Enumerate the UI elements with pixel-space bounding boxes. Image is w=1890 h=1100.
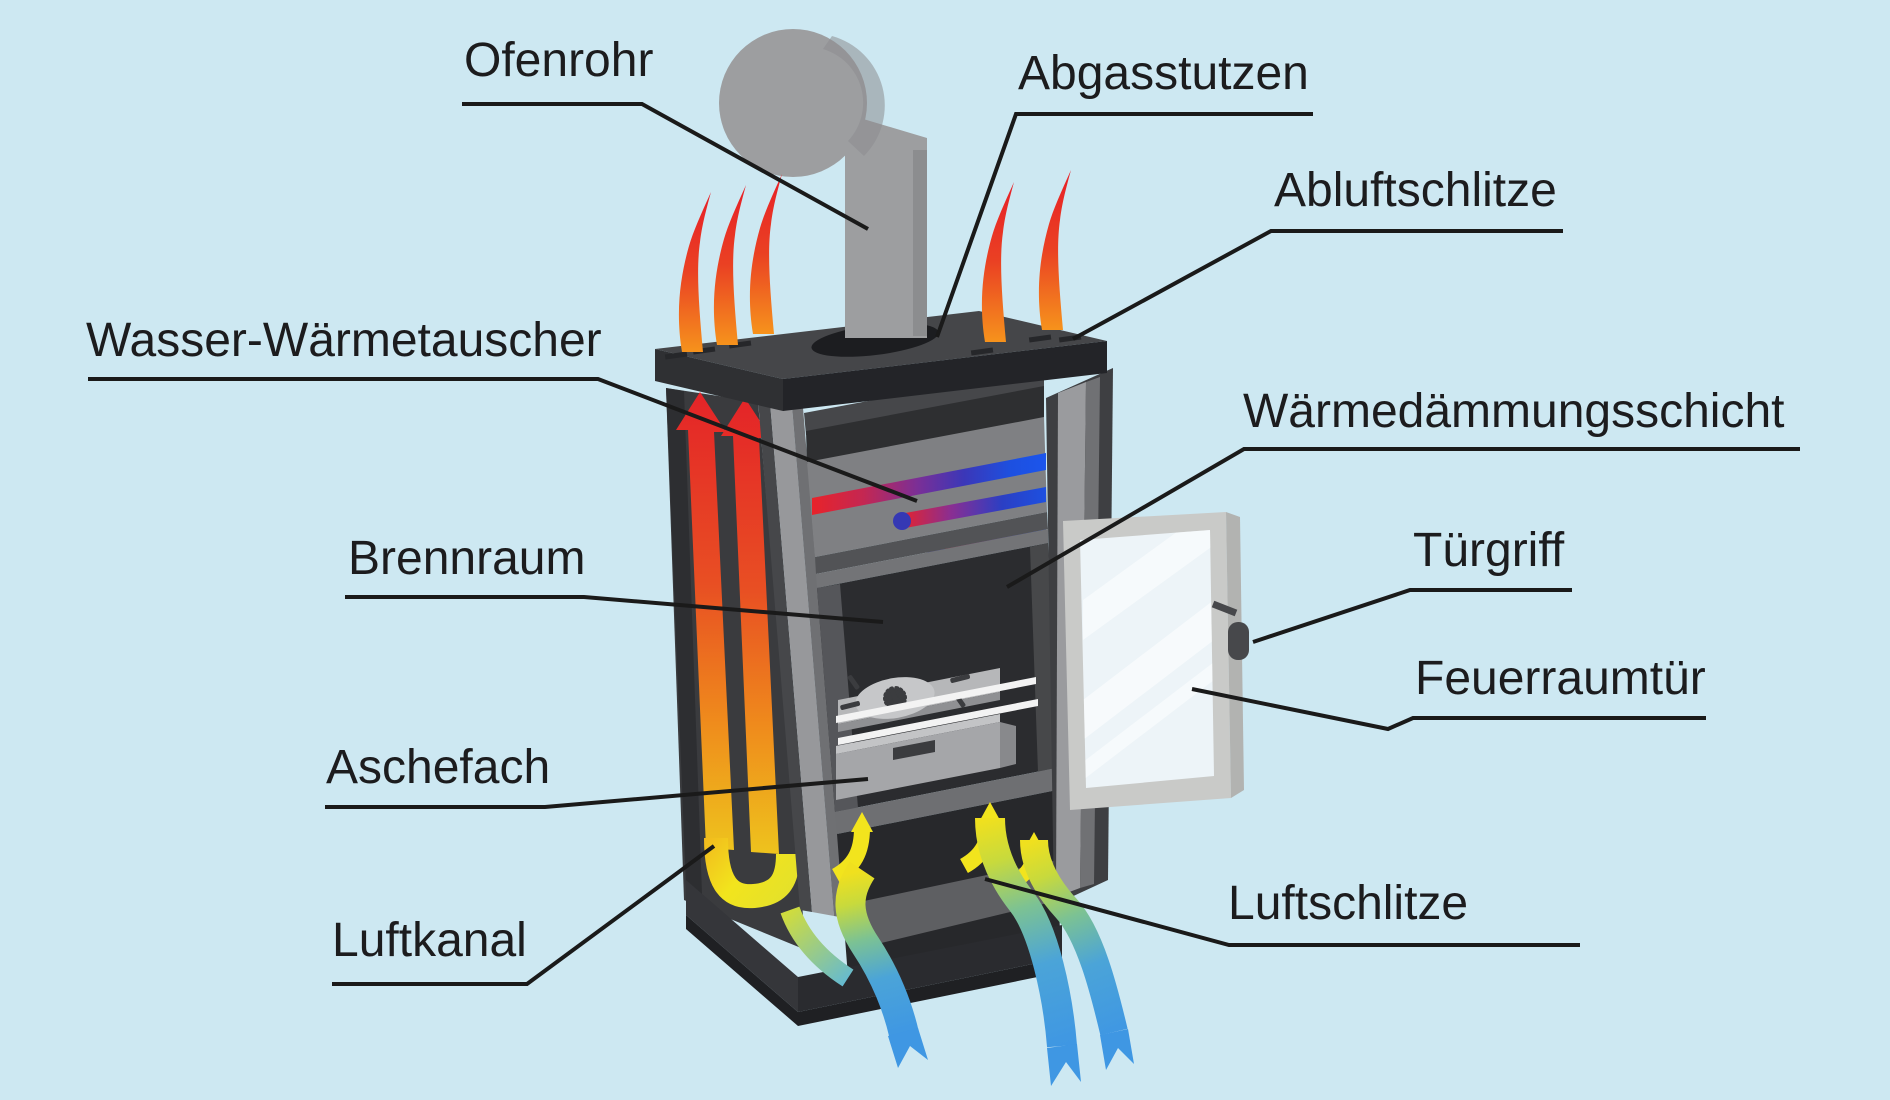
- base-plinth: [686, 880, 1062, 1026]
- flame-icon: [749, 174, 782, 334]
- leader-luftkanal: [332, 844, 716, 986]
- label-luftschlitze: Luftschlitze: [1228, 877, 1469, 930]
- air-channel-u-bend: [704, 837, 800, 909]
- ash-drawer: [836, 714, 1016, 800]
- drawer-handle-slot: [893, 740, 935, 760]
- log-rail-bottom: [838, 699, 1038, 745]
- label-abgasstutzen: Abgasstutzen: [1018, 47, 1309, 100]
- label-aschefach: Aschefach: [326, 741, 551, 794]
- log-rail-top: [836, 677, 1036, 723]
- label-waermedaemmungsschicht: Wärmedämmungsschicht: [1243, 385, 1785, 438]
- glass-reflections: [1083, 530, 1214, 780]
- label-wasser-waermetauscher: Wasser-Wärmetauscher: [86, 314, 602, 367]
- fire-chamber-door[interactable]: [1063, 505, 1249, 810]
- label-tuergriff: Türgriff: [1413, 524, 1565, 577]
- leader-aschefach: [325, 777, 869, 809]
- heat-arrow-left-1: [676, 392, 734, 850]
- label-brennraum: Brennraum: [348, 532, 586, 585]
- flame-icon: [1038, 170, 1071, 330]
- combustion-chamber: [817, 543, 1056, 812]
- label-luftkanal: Luftkanal: [332, 914, 527, 967]
- left-air-channel-panel: [666, 388, 806, 950]
- cold-air-arrows: [780, 817, 1134, 1086]
- air-inlet-left: [780, 906, 854, 987]
- label-feuerraumtuer: Feuerraumtür: [1415, 652, 1706, 705]
- label-abluftschlitze: Abluftschlitze: [1274, 164, 1557, 217]
- leader-abluftschlitze: [1072, 229, 1563, 341]
- handle-stem: [1211, 600, 1238, 617]
- leader-tuergriff: [1252, 588, 1572, 644]
- air-arrow-tail: [888, 1028, 928, 1068]
- air-arrow-tail: [1100, 1029, 1134, 1070]
- label-ofenrohr: Ofenrohr: [464, 34, 654, 87]
- leader-feuerraumtuer: [1191, 687, 1706, 732]
- leader-luftschlitze: [984, 877, 1580, 947]
- leader-brennraum: [345, 595, 884, 624]
- stove-illustration: [655, 29, 1249, 1086]
- leader-lines: [88, 102, 1800, 986]
- leader-wasser-waermetauscher: [88, 377, 918, 503]
- stove-interior: [804, 368, 1060, 990]
- flame-icon: [981, 182, 1014, 342]
- air-arrow-tail: [1047, 1044, 1081, 1086]
- upper-recess: [806, 386, 1044, 464]
- flame-icon: [678, 192, 711, 352]
- flame-icon: [713, 185, 746, 345]
- leader-ofenrohr: [462, 102, 869, 231]
- leader-abgasstutzen: [935, 112, 1313, 338]
- heat-arrow-left-2: [721, 398, 779, 854]
- leader-waermedaemmungsschicht: [1005, 447, 1800, 589]
- door-handle[interactable]: [1228, 622, 1249, 660]
